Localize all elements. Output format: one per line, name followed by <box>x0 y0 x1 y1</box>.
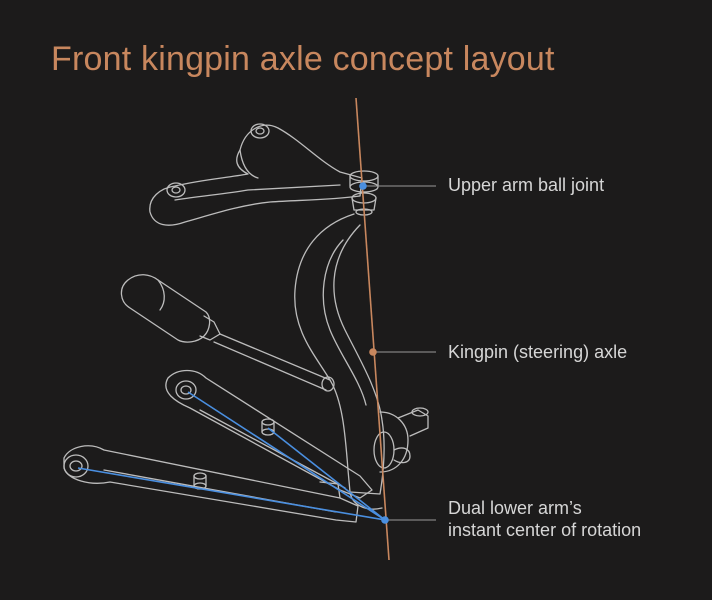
upper-ball-joint-label: Upper arm ball joint <box>448 174 604 196</box>
front-lower-arm <box>64 446 358 522</box>
kingpin-axle-label: Kingpin (steering) axle <box>448 341 627 363</box>
upper-ball-joint-marker <box>359 182 367 190</box>
instant-center-label: Dual lower arm’s instant center of rotat… <box>448 497 641 541</box>
instant-center-lines <box>78 392 385 520</box>
kingpin-axis-line <box>356 98 389 560</box>
instant-center-label-line2: instant center of rotation <box>448 519 641 541</box>
instant-center-marker <box>381 516 389 524</box>
upper-control-arm <box>150 124 362 225</box>
kingpin-axle-marker <box>369 348 377 356</box>
instant-center-label-line1: Dual lower arm’s <box>448 497 641 519</box>
